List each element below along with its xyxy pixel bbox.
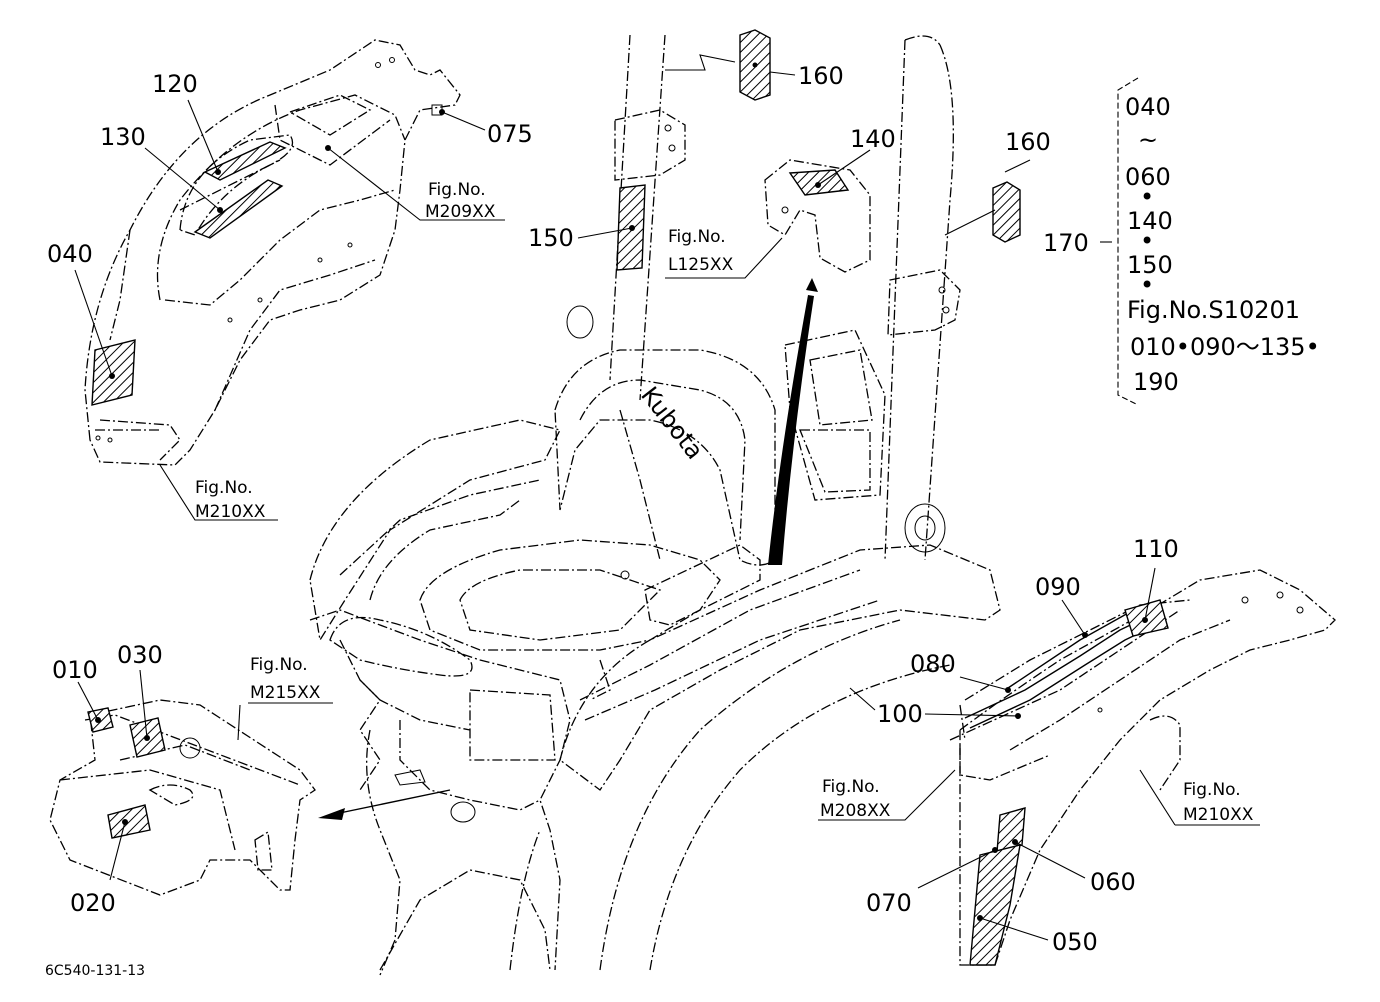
kit-note-line: Fig.No.S10201 (1127, 296, 1300, 324)
label-100: 100 (877, 700, 923, 728)
kit-note-line: ~ (1138, 126, 1158, 154)
label-040: 040 (47, 240, 93, 268)
fig-m210-right-line2: M210XX (1183, 805, 1254, 825)
label-010: 010 (52, 656, 98, 684)
leader-lines (74, 62, 1260, 941)
kit-note-line: 010•090～135• (1130, 333, 1320, 361)
kit-note: 040 ~ 060 • 140 • 150 • Fig.No.S10201 01… (1125, 93, 1320, 396)
kit-note-line: • (1140, 227, 1154, 255)
kit-note-line: • (1140, 271, 1154, 299)
lower-left-panel (49, 699, 316, 896)
diagram-code: 6C540-131-13 (45, 963, 145, 979)
item-160-right (992, 181, 1021, 243)
label-080: 080 (910, 650, 956, 678)
fig-l125-line1: Fig.No. (668, 227, 726, 247)
fig-m215-line2: M215XX (250, 683, 321, 703)
label-090: 090 (1035, 573, 1081, 601)
label-060: 060 (1090, 868, 1136, 896)
rops-frame (609, 34, 961, 561)
label-050: 050 (1052, 928, 1098, 956)
label-160-top: 160 (798, 62, 844, 90)
fig-m215-line1: Fig.No. (250, 655, 308, 675)
fig-l125-line2: L125XX (668, 255, 734, 275)
label-140: 140 (850, 125, 896, 153)
fig-m209-line1: Fig.No. (428, 180, 486, 200)
label-030: 030 (117, 641, 163, 669)
label-020: 020 (70, 889, 116, 917)
kit-note-line: 060 (1125, 163, 1171, 191)
fig-m210-left-line2: M210XX (195, 502, 266, 522)
kit-note-line: 140 (1127, 207, 1173, 235)
label-110: 110 (1133, 535, 1179, 563)
kit-note-line: 040 (1125, 93, 1171, 121)
label-130: 130 (100, 123, 146, 151)
left-fender-assembly (84, 39, 461, 466)
label-075: 075 (487, 120, 533, 148)
right-fender-assembly (949, 569, 1336, 966)
kit-note-line: • (1140, 183, 1154, 211)
label-160-right: 160 (1005, 128, 1051, 156)
label-120: 120 (152, 70, 198, 98)
fig-m210-right-line1: Fig.No. (1183, 780, 1241, 800)
label-170: 170 (1043, 229, 1089, 257)
fig-m210-left-line1: Fig.No. (195, 478, 253, 498)
kit-note-line: 150 (1127, 251, 1173, 279)
part-labels: 120 130 075 040 160 140 160 150 170 110 … (47, 62, 1179, 956)
kit-note-line: 190 (1133, 368, 1179, 396)
fig-m208-line1: Fig.No. (822, 777, 880, 797)
fig-m208-line2: M208XX (820, 801, 891, 821)
label-070: 070 (866, 889, 912, 917)
fig-m209-line2: M209XX (425, 202, 496, 222)
figure-references: Fig.No. M209XX Fig.No. M210XX Fig.No. L1… (195, 180, 1254, 825)
brand-text: Kubota (635, 381, 709, 464)
label-150: 150 (528, 224, 574, 252)
item-140-bracket (764, 159, 871, 273)
seat-and-body (309, 278, 1001, 976)
